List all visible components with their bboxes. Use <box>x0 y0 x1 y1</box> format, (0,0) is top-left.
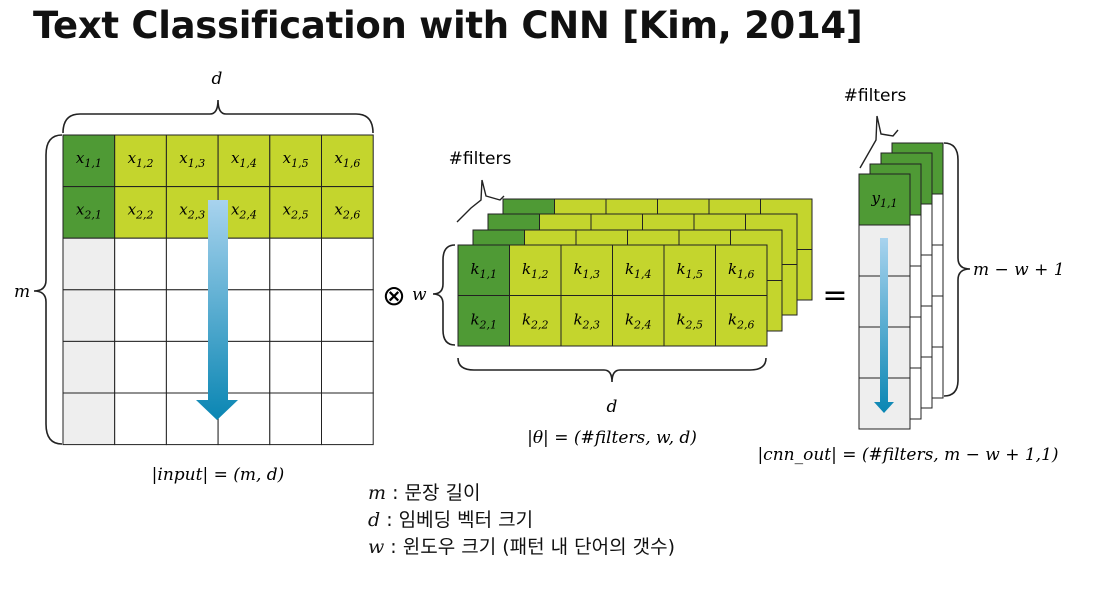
kernel-cell-label: k2,3 <box>573 311 600 332</box>
legend-text: : 문장 길이 <box>386 482 481 504</box>
kernel-cell-label: k1,2 <box>522 260 549 281</box>
input-matrix: d m x1,1 x2,1 x1,2 x2,2 x1,3 x2,3 x1,4 x2,4 x1,5… <box>14 69 374 485</box>
kernel-cell <box>457 244 510 296</box>
input-cell-label: x2,6 <box>334 201 360 222</box>
input-cell <box>62 237 116 291</box>
input-cell <box>321 186 374 239</box>
kernel-cell-label: k1,6 <box>728 260 755 281</box>
input-scan-arrow <box>196 200 238 420</box>
legend-row-d: d : 임베딩 벡터 크기 <box>368 507 675 534</box>
output-scan-arrow <box>874 238 894 413</box>
kernel-cell-label: k1,3 <box>573 260 600 281</box>
input-cell-label: x1,5 <box>283 149 309 170</box>
kernel-left-brace <box>432 244 456 346</box>
input-shape-caption: |input| = (m, d) <box>152 465 285 485</box>
legend-text: : 임베딩 벡터 크기 <box>380 509 534 531</box>
kernel-dim-left: w <box>412 285 427 305</box>
input-cell-label: x2,5 <box>283 201 309 222</box>
kernel-shape-caption: |θ| = (#filters, w, d) <box>527 428 697 448</box>
kernel-stack-label: #filters <box>449 149 512 169</box>
input-cell-label: x2,2 <box>128 201 154 222</box>
kernel-cell-label: k2,4 <box>625 311 652 332</box>
input-cell-label: x1,1 <box>76 149 102 170</box>
kernel-cell <box>612 295 665 347</box>
input-cell <box>165 134 219 188</box>
output-stack: y1,1 #filters m − w + 1 |cnn_out| = (#fi… <box>757 86 1064 465</box>
input-cell <box>269 134 322 188</box>
input-cell <box>114 340 167 394</box>
kernel-cell-label: k2,5 <box>676 311 703 332</box>
input-cell-label: x1,3 <box>179 149 205 170</box>
input-left-brace <box>33 134 63 445</box>
input-cell <box>321 289 374 342</box>
output-stack-label: #filters <box>844 86 907 106</box>
input-cell <box>269 289 322 342</box>
kernel-cell <box>663 244 716 296</box>
legend-symbol: w <box>368 536 385 558</box>
input-cell <box>114 392 167 446</box>
kernel-cell <box>715 295 768 347</box>
input-cell <box>217 134 271 188</box>
input-cell <box>62 289 116 342</box>
kernel-cell-label: k1,4 <box>625 260 652 281</box>
input-cell-label: x1,6 <box>334 149 360 170</box>
slide-title: Text Classification with CNN [Kim, 2014] <box>33 4 863 47</box>
kernel-cell <box>560 295 613 347</box>
output-right-brace <box>943 142 971 397</box>
legend-text: : 윈도우 크기 (패턴 내 단어의 갯수) <box>384 536 676 558</box>
input-cell <box>114 289 167 342</box>
legend-row-m: m : 문장 길이 <box>368 480 675 507</box>
kernel-cell-label: k2,2 <box>522 311 549 332</box>
input-dim-top: d <box>212 69 223 89</box>
output-cell <box>858 173 911 226</box>
kernel-cell <box>509 295 562 347</box>
kernel-cell <box>715 244 768 296</box>
input-cell <box>321 340 374 394</box>
input-cell-label: x2,1 <box>76 201 102 222</box>
input-cell <box>62 340 116 394</box>
kernel-dim-bottom: d <box>607 397 618 417</box>
output-cell-label: y1,1 <box>871 189 898 210</box>
kernel-stack-bracket <box>456 179 505 223</box>
input-cell <box>114 237 167 291</box>
kernel-cell-label: k2,6 <box>728 311 755 332</box>
input-cell <box>269 237 322 291</box>
input-cell-label: x2,4 <box>231 201 257 222</box>
output-shape-caption: |cnn_out| = (#filters, m − w + 1,1) <box>757 445 1058 465</box>
input-cell-label: x1,2 <box>128 149 154 170</box>
input-cell <box>269 186 322 239</box>
convolution-operator: ⊗ <box>382 279 405 312</box>
input-cell <box>62 392 116 446</box>
kernel-bottom-brace <box>457 357 767 383</box>
input-dim-left: m <box>14 282 30 302</box>
kernel-stack: k1,1 k2,1 k1,2 k2,2 k1,3 k2,3 k1,4 k2,4 k1,5 k2,5… <box>412 149 813 448</box>
input-cell <box>269 340 322 394</box>
kernel-cell-label: k1,1 <box>470 260 497 281</box>
input-cell <box>114 134 167 188</box>
equals-sign: = <box>822 278 847 313</box>
legend-symbol: m <box>368 482 387 504</box>
input-cell <box>321 392 374 446</box>
legend-row-w: w : 윈도우 크기 (패턴 내 단어의 갯수) <box>368 534 675 561</box>
output-dim-right: m − w + 1 <box>973 260 1065 280</box>
input-cell <box>269 392 322 446</box>
kernel-cell-label: k1,5 <box>676 260 703 281</box>
kernel-cell <box>457 295 510 347</box>
input-cell-label: x2,3 <box>179 201 205 222</box>
kernel-cell-label: k2,1 <box>470 311 497 332</box>
input-top-brace <box>62 99 374 134</box>
input-cell <box>321 134 374 188</box>
input-cell-label: x1,4 <box>231 149 257 170</box>
kernel-cell <box>560 244 613 296</box>
legend-symbol: d <box>368 509 381 531</box>
kernel-cell <box>663 295 716 347</box>
output-stack-bracket <box>859 115 899 169</box>
input-cell <box>321 237 374 291</box>
variable-legend: m : 문장 길이 d : 임베딩 벡터 크기 w : 윈도우 크기 (패턴 내… <box>368 480 675 561</box>
kernel-cell <box>612 244 665 296</box>
